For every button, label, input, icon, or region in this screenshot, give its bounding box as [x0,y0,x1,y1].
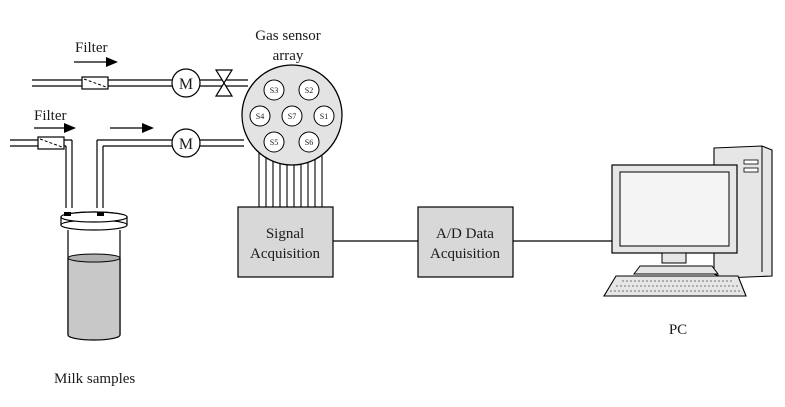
svg-text:S7: S7 [288,112,296,121]
filter-left-label: Filter [34,108,67,124]
ad-label-line2: Acquisition [430,246,500,262]
gas-sensor-label-line2: array [273,48,304,64]
left-flow-arrow-icon [34,123,76,133]
svg-text:S3: S3 [270,86,278,95]
sensor-array-cables [258,152,323,207]
svg-text:S2: S2 [305,86,313,95]
signal-label-line2: Acquisition [250,246,320,262]
gas-sensor-label-line1: Gas sensor [255,28,320,44]
top-pump-icon: M [171,68,201,98]
left-filter-icon [37,136,65,150]
top-gas-line [32,79,248,87]
top-pump-label: M [179,76,193,93]
sensor-s2: S2 [298,79,320,101]
sensor-s3: S3 [263,79,285,101]
lower-pump-label: M [179,136,193,153]
lower-flow-arrow-icon [110,123,154,133]
milk-samples-label: Milk samples [54,371,135,387]
sensor-s5: S5 [263,131,285,153]
lower-gas-line [10,139,244,208]
svg-text:S5: S5 [270,138,278,147]
ad-label-line1: A/D Data [436,226,494,242]
signal-label-line1: Signal [266,226,304,242]
milk-sample-container [60,211,128,341]
sensor-s6: S6 [298,131,320,153]
top-filter-icon [81,76,109,90]
svg-text:S6: S6 [305,138,313,147]
sensor-s1: S1 [313,105,335,127]
sensor-s7: S7 [281,105,303,127]
ad-acquisition-box: A/D Data Acquisition [417,206,514,278]
pc-icon [603,145,773,297]
sensor-array: S3 S2 S4 S7 S1 S5 S6 [241,64,343,166]
signal-acquisition-box: Signal Acquisition [237,206,334,278]
top-flow-arrow-icon [74,57,118,67]
lower-pump-icon: M [171,128,201,158]
sensor-s4: S4 [249,105,271,127]
pc-label: PC [669,322,687,338]
svg-text:S1: S1 [320,112,328,121]
filter-top-label: Filter [75,40,108,56]
svg-text:S4: S4 [256,112,264,121]
valve-icon [214,69,234,97]
